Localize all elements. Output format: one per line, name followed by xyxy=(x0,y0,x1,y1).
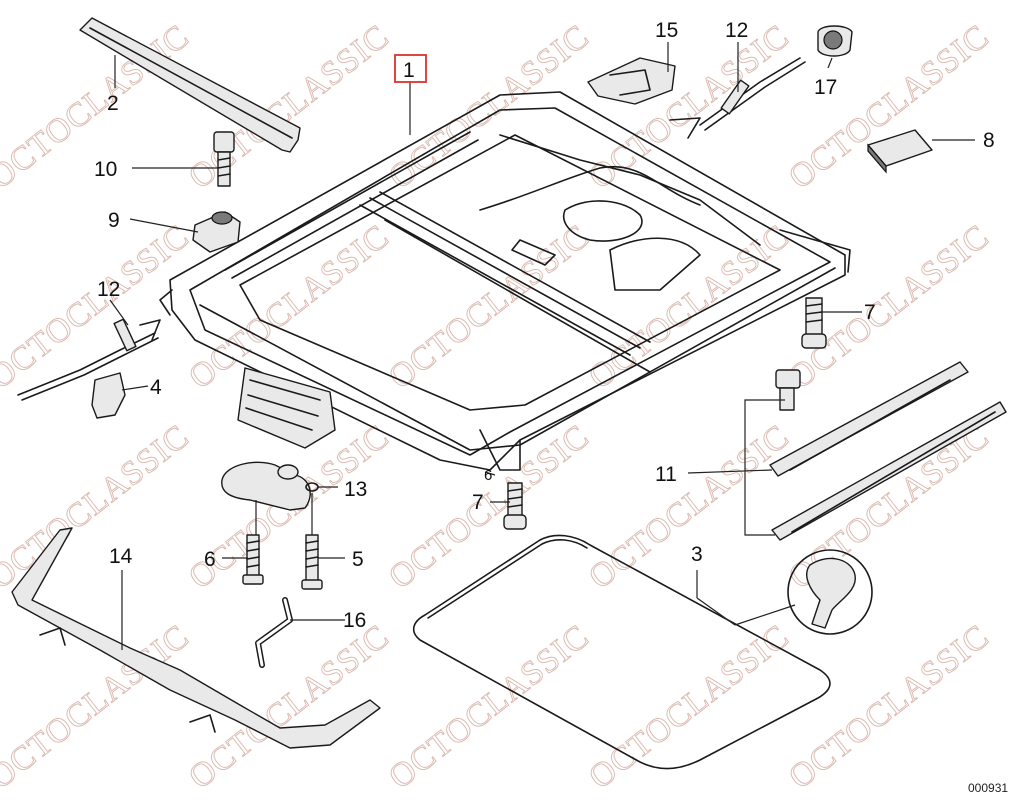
part-10-bolt xyxy=(213,131,235,187)
callout-5: 5 xyxy=(352,548,364,571)
seal-detail xyxy=(787,549,873,635)
callout-3: 3 xyxy=(691,543,703,566)
callout-14: 14 xyxy=(109,545,133,568)
part-6-screw xyxy=(242,534,264,585)
callout-6-center: 6 xyxy=(484,467,492,484)
callout-9: 9 xyxy=(108,209,120,232)
watermark-text: OCTOCLASSIC xyxy=(582,618,796,797)
callout-10: 10 xyxy=(94,158,117,181)
part-1-frame xyxy=(159,91,851,471)
part-7-bolt-right xyxy=(801,297,827,349)
callout-1-highlight xyxy=(394,54,427,83)
part-14-trim xyxy=(11,527,381,749)
callout-7-center: 7 xyxy=(472,491,484,514)
part-4-bracket xyxy=(91,372,126,419)
watermark-text: OCTOCLASSIC xyxy=(782,18,996,197)
callout-12-left: 12 xyxy=(97,278,120,301)
part-8-pad xyxy=(867,129,933,174)
callout-4: 4 xyxy=(150,376,162,399)
callout-8: 8 xyxy=(983,129,995,152)
part-9-clip xyxy=(192,211,241,253)
motor-bracket xyxy=(237,367,336,449)
watermark-text: OCTOCLASSIC xyxy=(382,218,596,397)
watermark-text: OCTOCLASSIC xyxy=(782,618,996,797)
part-17-cap xyxy=(817,25,853,57)
part-12-cable-top xyxy=(669,57,806,139)
callout-15: 15 xyxy=(655,19,678,42)
watermark-text: OCTOCLASSIC xyxy=(382,618,596,797)
watermark-text: OCTOCLASSIC xyxy=(582,18,796,197)
callout-6-left: 6 xyxy=(204,548,216,571)
part-13-motor xyxy=(221,461,319,511)
part-16-key xyxy=(255,597,293,668)
callout-labels: 1 2 10 9 12 4 13 6 5 16 14 15 12 17 8 7 … xyxy=(94,19,995,632)
callout-11: 11 xyxy=(655,463,677,486)
watermark-text: OCTOCLASSIC xyxy=(0,218,196,397)
part-15-latch xyxy=(587,57,676,105)
leader-lines xyxy=(109,42,975,650)
reference-number: 000931 xyxy=(968,781,1008,795)
callout-2: 2 xyxy=(107,92,119,115)
callout-16: 16 xyxy=(343,609,366,632)
part-7-bolt-center xyxy=(503,482,527,530)
part-11-strips xyxy=(769,361,1007,541)
callout-1: 1 xyxy=(403,59,415,82)
part-2-rail xyxy=(79,17,301,153)
callout-12-top: 12 xyxy=(725,19,748,42)
part-3-glass-panel xyxy=(412,534,831,770)
watermark-text: OCTOCLASSIC xyxy=(382,18,596,197)
callout-7-right: 7 xyxy=(864,301,876,324)
part-5-screw xyxy=(301,534,323,590)
watermark-text: OCTOCLASSIC xyxy=(582,418,796,597)
part-12-cable-left xyxy=(17,318,161,401)
callout-13: 13 xyxy=(344,478,367,501)
callout-17: 17 xyxy=(814,76,837,99)
